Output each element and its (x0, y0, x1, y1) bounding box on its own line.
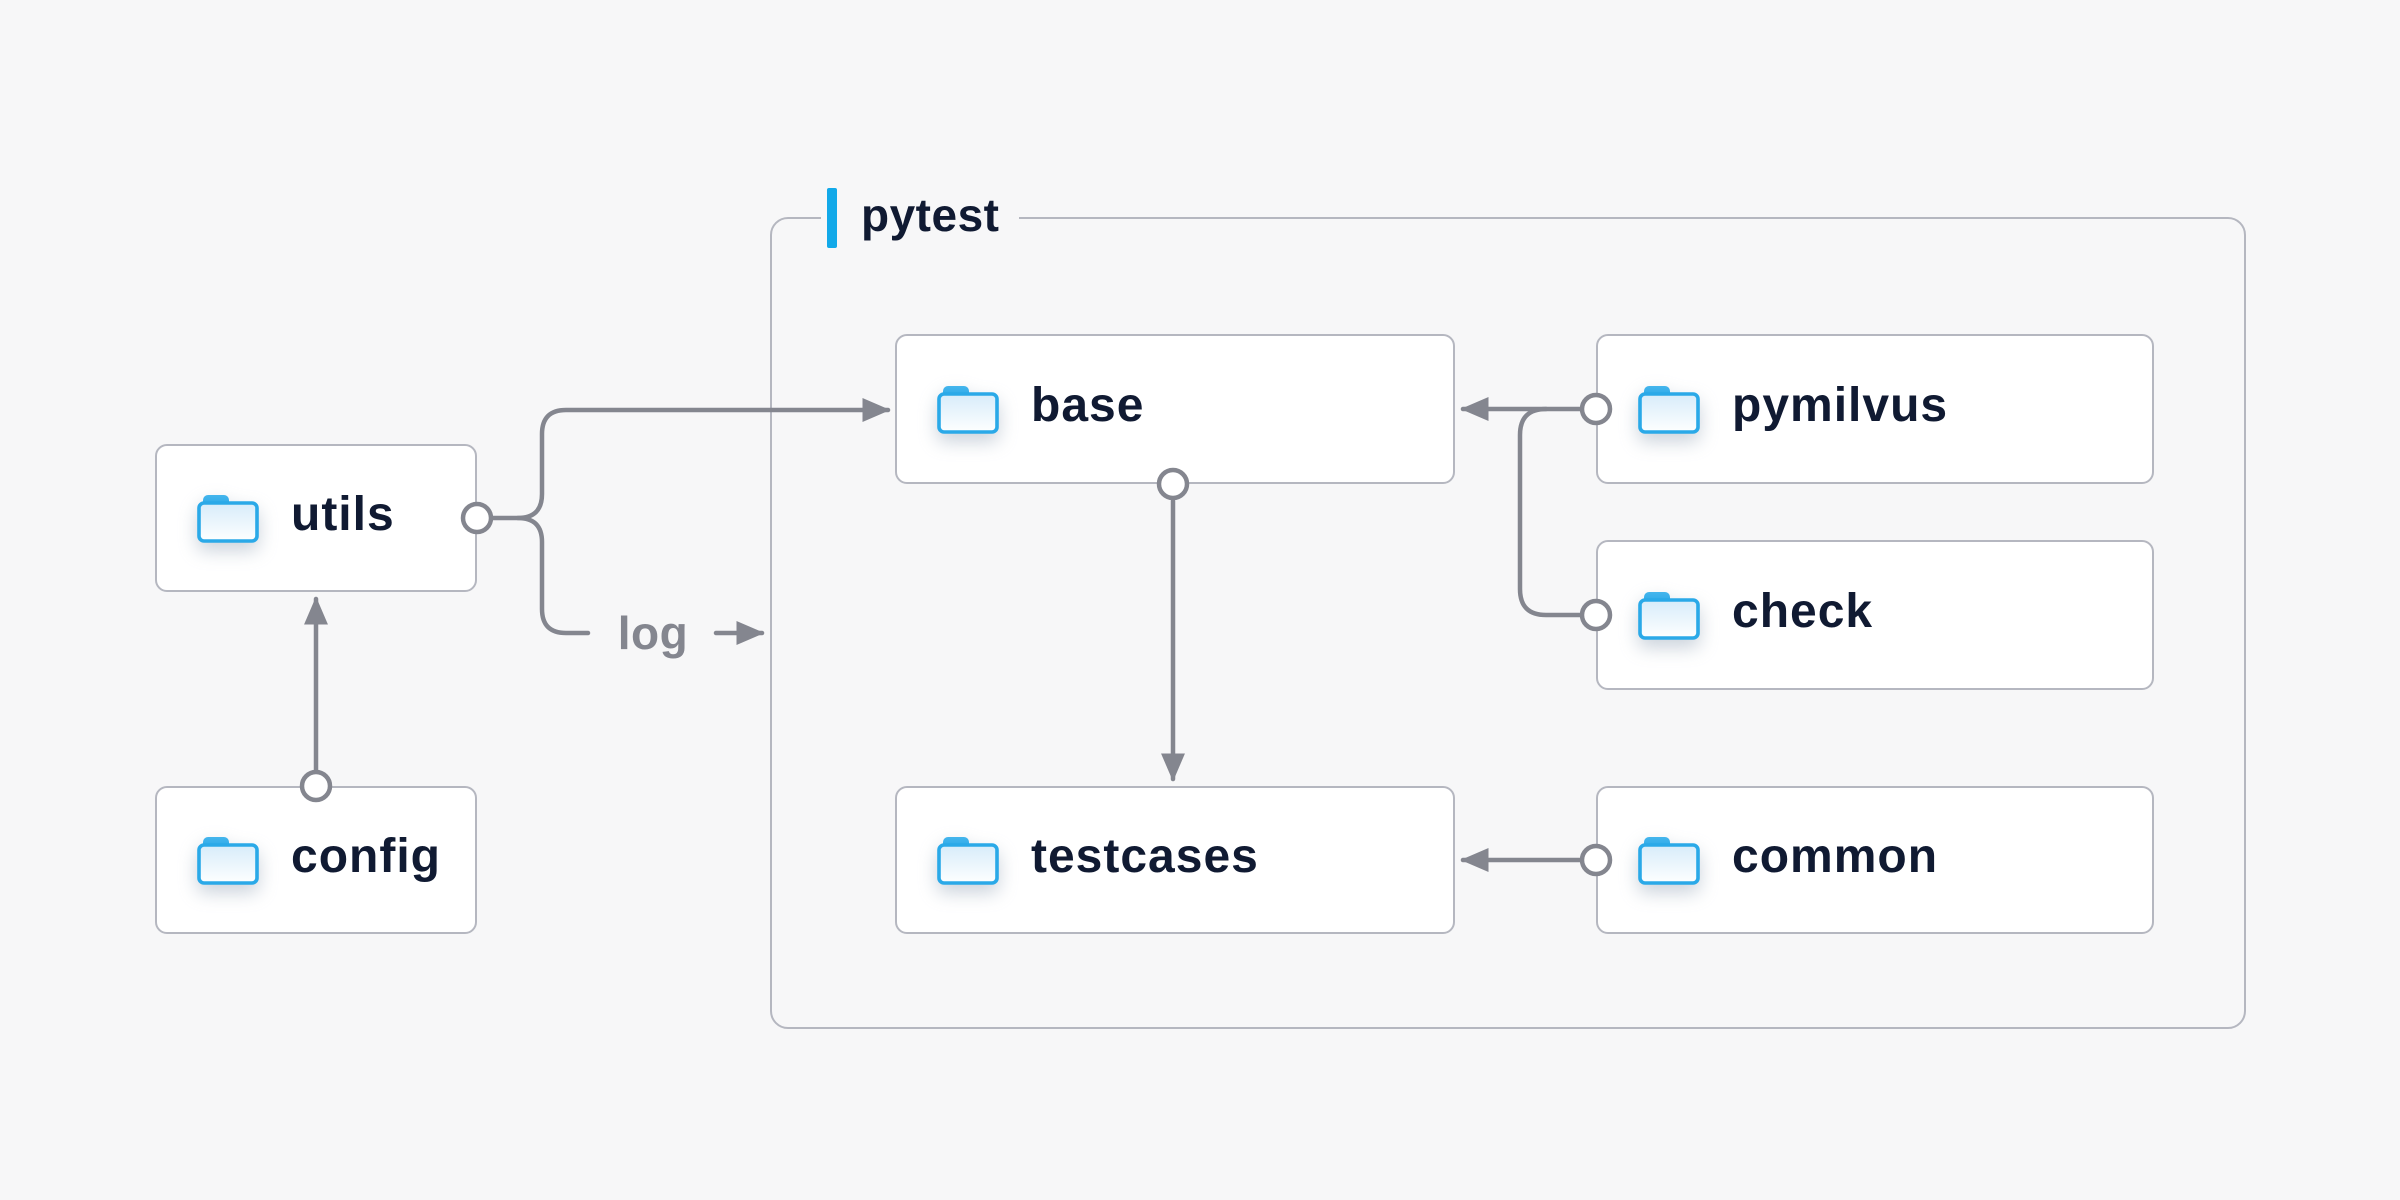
folder-icon (1638, 592, 1700, 640)
node-label: pymilvus (1732, 379, 1949, 432)
node-common: common (1596, 786, 2154, 934)
pytest-group-title: pytest (861, 189, 1000, 241)
pytest-group-label: pytest (821, 186, 1020, 250)
node-base: base (895, 334, 1455, 484)
node-label: base (1031, 379, 1145, 432)
node-testcases: testcases (895, 786, 1455, 934)
node-label: testcases (1031, 830, 1259, 883)
node-label: utils (291, 488, 395, 541)
node-utils: utils (155, 444, 477, 592)
node-label: check (1732, 585, 1874, 638)
node-pymilvus: pymilvus (1596, 334, 2154, 484)
node-label: common (1732, 830, 1939, 883)
folder-icon (1638, 837, 1700, 885)
node-label: config (291, 830, 441, 883)
node-config: config (155, 786, 477, 934)
edge-utils-log (515, 515, 591, 636)
edge-label-log: log (617, 607, 689, 659)
node-check: check (1596, 540, 2154, 690)
folder-icon (197, 495, 259, 543)
folder-icon (197, 837, 259, 885)
folder-icon (937, 837, 999, 885)
folder-icon (937, 386, 999, 434)
pytest-group-frame (770, 217, 2246, 1029)
accent-bar (827, 188, 837, 248)
folder-icon (1638, 386, 1700, 434)
